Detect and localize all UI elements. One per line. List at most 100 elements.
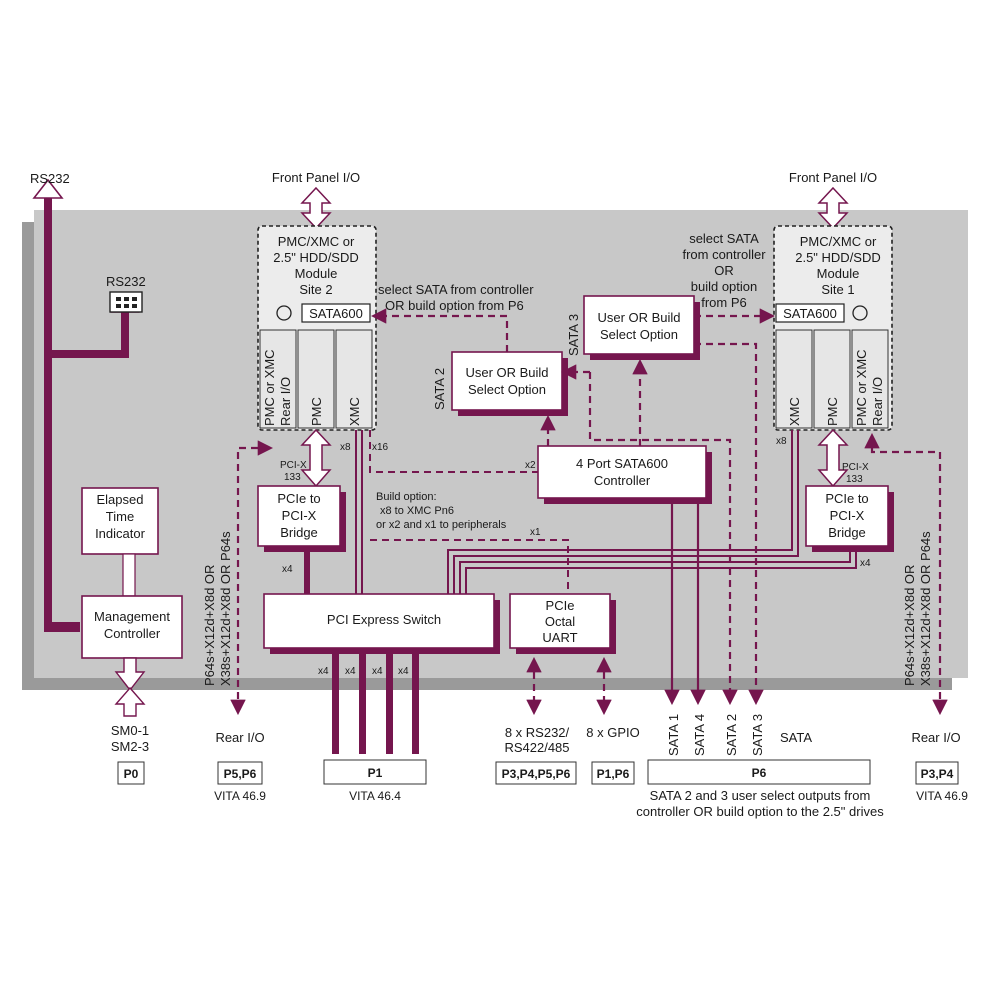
sm-label-2: SM2-3	[111, 739, 149, 754]
front-panel-left-label: Front Panel I/O	[272, 170, 360, 185]
elapsed-label-3: Indicator	[95, 526, 146, 541]
select-right-note-2: from controller	[682, 247, 766, 262]
p1p6-connector	[591, 761, 635, 785]
select-left-note-2: OR build option from P6	[385, 298, 524, 313]
elapsed-label-2: Time	[106, 509, 134, 524]
site1-col-pmc	[813, 329, 851, 429]
rear-io-vert-right-2: X38s+X12d+X8d OR P64s	[918, 531, 933, 686]
bottom-note-1: SATA 2 and 3 user select outputs from	[650, 788, 871, 803]
select-right-note-4: build option	[691, 279, 758, 294]
serial-label-2: RS422/485	[504, 740, 569, 755]
site1-sata600-box	[775, 303, 845, 323]
site1-col-b: PMC	[825, 397, 840, 426]
sata4-out: SATA 4	[692, 714, 707, 756]
sata-ctrl-line-1: 4 Port SATA600	[576, 456, 668, 471]
p1-label: P1	[368, 766, 383, 780]
pcix-left-1: PCI-X	[280, 460, 307, 471]
site1-col-c2: Rear I/O	[870, 377, 885, 426]
site2-line-2: 2.5" HDD/SDD	[273, 250, 359, 265]
p1p6-label: P1,P6	[597, 767, 630, 781]
bridge-left-3: Bridge	[280, 525, 318, 540]
x4-lane-a: x4	[318, 666, 329, 677]
vita469-left: VITA 46.9	[214, 789, 266, 803]
p3456-label: P3,P4,P5,P6	[502, 767, 571, 781]
site2-sata600-box	[301, 303, 371, 323]
select-right-note-5: from P6	[701, 295, 747, 310]
sata2-out: SATA 2	[724, 714, 739, 756]
x1-label: x1	[530, 527, 541, 538]
site1-col-a: XMC	[787, 397, 802, 426]
bridge-right-3: Bridge	[828, 525, 866, 540]
pcie-switch-label: PCI Express Switch	[327, 612, 441, 627]
elapsed-time-indicator	[81, 487, 159, 555]
rear-io-right-label: Rear I/O	[911, 730, 960, 745]
elapsed-link	[122, 553, 136, 597]
bridge-r-lanes	[459, 548, 857, 594]
site2-sata600: SATA600	[309, 306, 363, 321]
sm-arrow	[114, 657, 146, 717]
lane-x1	[370, 539, 569, 592]
sata3-side-label: SATA 3	[566, 314, 581, 356]
x4-lane-c: x4	[372, 666, 383, 677]
bottom-note-2: controller OR build option to the 2.5" d…	[636, 804, 884, 819]
p5p6-label: P5,P6	[224, 767, 257, 781]
serial-label-1: 8 x RS232/	[505, 725, 570, 740]
build-note-1: Build option:	[376, 491, 437, 503]
elapsed-label-1: Elapsed	[97, 492, 144, 507]
rs232-header-label: RS232	[106, 274, 146, 289]
bridge-left-1: PCIe to	[277, 491, 320, 506]
site2-col-pmc	[297, 329, 335, 429]
x16-label: x16	[372, 442, 389, 453]
management-controller	[81, 595, 183, 659]
site1-line-1: PMC/XMC or	[800, 234, 877, 249]
sata1-out: SATA 1	[666, 714, 681, 756]
user-build-select-site2	[451, 351, 563, 411]
p6-label: P6	[752, 766, 767, 780]
ub2-line-1: User OR Build	[465, 365, 548, 380]
mgmt-label-1: Management	[94, 609, 170, 624]
vita469-right: VITA 46.9	[916, 789, 968, 803]
p1-connector	[323, 759, 427, 785]
select-right-note-1: select SATA	[689, 231, 759, 246]
rear-io-right-path	[864, 432, 948, 716]
vita464: VITA 46.4	[349, 789, 401, 803]
site2-col-a: PMC or XMC	[262, 349, 277, 426]
mgmt-label-2: Controller	[104, 626, 161, 641]
ub2-line-2: Select Option	[468, 382, 546, 397]
x4-lane-b: x4	[345, 666, 356, 677]
ub1-line-1: User OR Build	[597, 310, 680, 325]
uart-line-2: Octal	[545, 614, 575, 629]
x8-left: x8	[340, 442, 351, 453]
site2-line-1: PMC/XMC or	[278, 234, 355, 249]
p3p4-connector	[915, 761, 959, 785]
site1-col-rear	[851, 329, 889, 429]
p1-lanes	[332, 648, 419, 754]
user-build-select-site1	[583, 295, 695, 355]
front-panel-right-label: Front Panel I/O	[789, 170, 877, 185]
site2-drive-icon	[276, 305, 292, 321]
rear-io-left-path	[230, 440, 274, 716]
select-link-site2	[370, 308, 509, 352]
pcix-left-2: 133	[284, 472, 301, 483]
site2-col-c: XMC	[347, 397, 362, 426]
bridge-right-1: PCIe to	[825, 491, 868, 506]
bridge-left-lane	[304, 552, 310, 594]
site1-col-xmc	[775, 329, 813, 429]
build-note-3: or x2 and x1 to peripherals	[376, 519, 507, 531]
x4-bridge-right: x4	[860, 558, 871, 569]
sata-dash-to-ub2	[588, 372, 732, 700]
site1-sata600: SATA600	[783, 306, 837, 321]
site1-lanes	[447, 430, 799, 594]
rear-io-left-label: Rear I/O	[215, 730, 264, 745]
sata-ctrl-line-2: Controller	[594, 473, 651, 488]
site2-col-xmc	[335, 329, 373, 429]
x4-lane-d: x4	[398, 666, 409, 677]
sata3-out: SATA 3	[750, 714, 765, 756]
site2-line-3: Module	[295, 266, 338, 281]
pcix-right-2: 133	[846, 474, 863, 485]
p6-connector	[647, 759, 871, 785]
x2-label: x2	[525, 460, 536, 471]
rs232-top-label: RS232	[30, 171, 70, 186]
bridge-left-2: PCI-X	[282, 508, 317, 523]
